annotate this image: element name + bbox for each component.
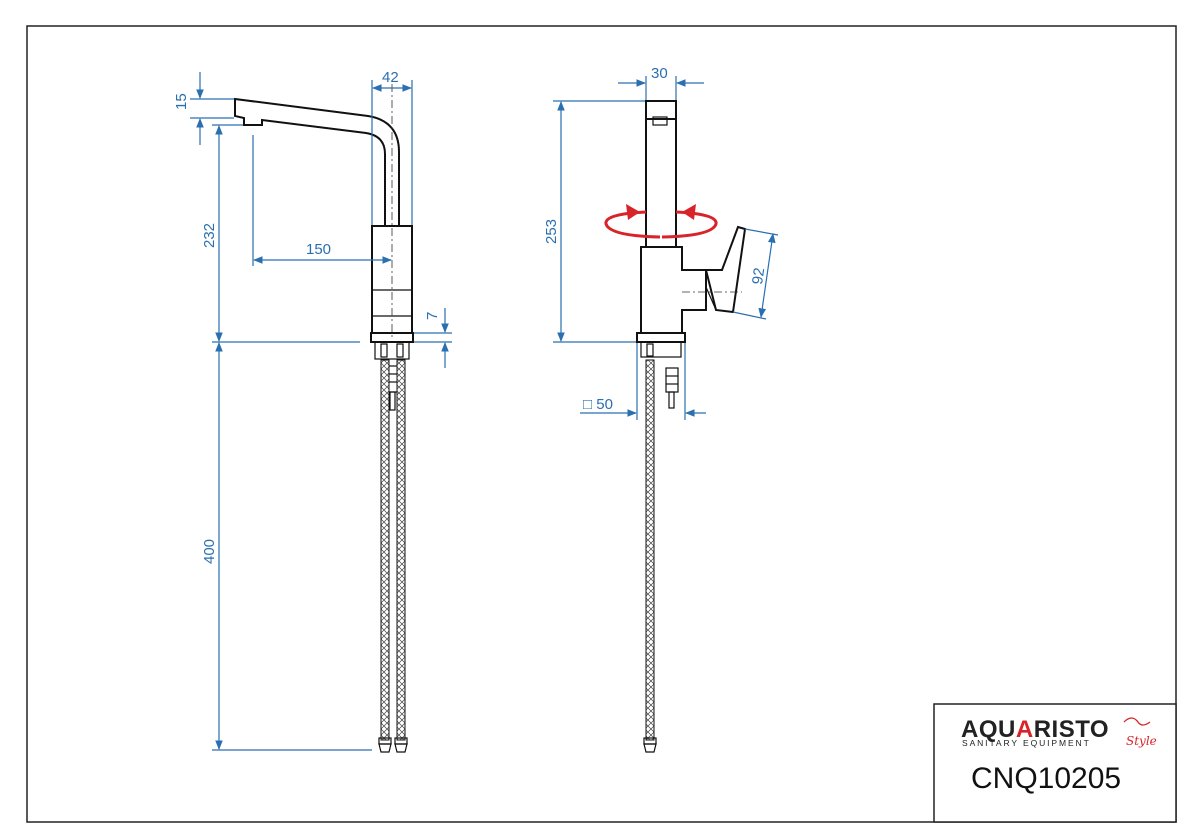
brand-tagline: SANITARY EQUIPMENT [962,738,1091,748]
faucet-body-front [640,246,707,334]
faucet-column [645,118,677,248]
brand-logo: AQUARISTO SANITARY EQUIPMENT Style [961,716,1157,748]
dim-spout-clearance: 232 [201,223,218,248]
product-code: CNQ10205 [971,762,1121,795]
sheet-border [26,25,1177,823]
dim-spout-height: 15 [173,93,190,110]
dim-spout-reach: 150 [306,241,331,258]
dim-base-square: □ 50 [583,396,613,413]
dim-handle-length: 92 [749,267,768,286]
dim-base-thickness: 7 [424,312,441,320]
brand-script: Style [1126,734,1157,748]
swivel-rotation-arrows [604,204,718,239]
hose-right [396,359,406,741]
dim-body-width-front: 30 [651,65,668,82]
dim-total-height: 253 [543,219,560,244]
side-view: 42 15 232 150 7 400 [173,69,452,753]
spout-outline [234,97,400,227]
title-block: AQUARISTO SANITARY EQUIPMENT Style CNQ10… [933,703,1177,823]
dim-body-width: 42 [382,69,399,86]
hose-left [380,359,390,741]
dim-hose-length: 400 [201,539,218,564]
svg-text:AQUARISTO: AQUARISTO [961,716,1109,743]
hose-front [645,359,655,741]
base-plate [370,332,414,343]
front-view: 30 253 92 □ 50 [543,65,779,753]
